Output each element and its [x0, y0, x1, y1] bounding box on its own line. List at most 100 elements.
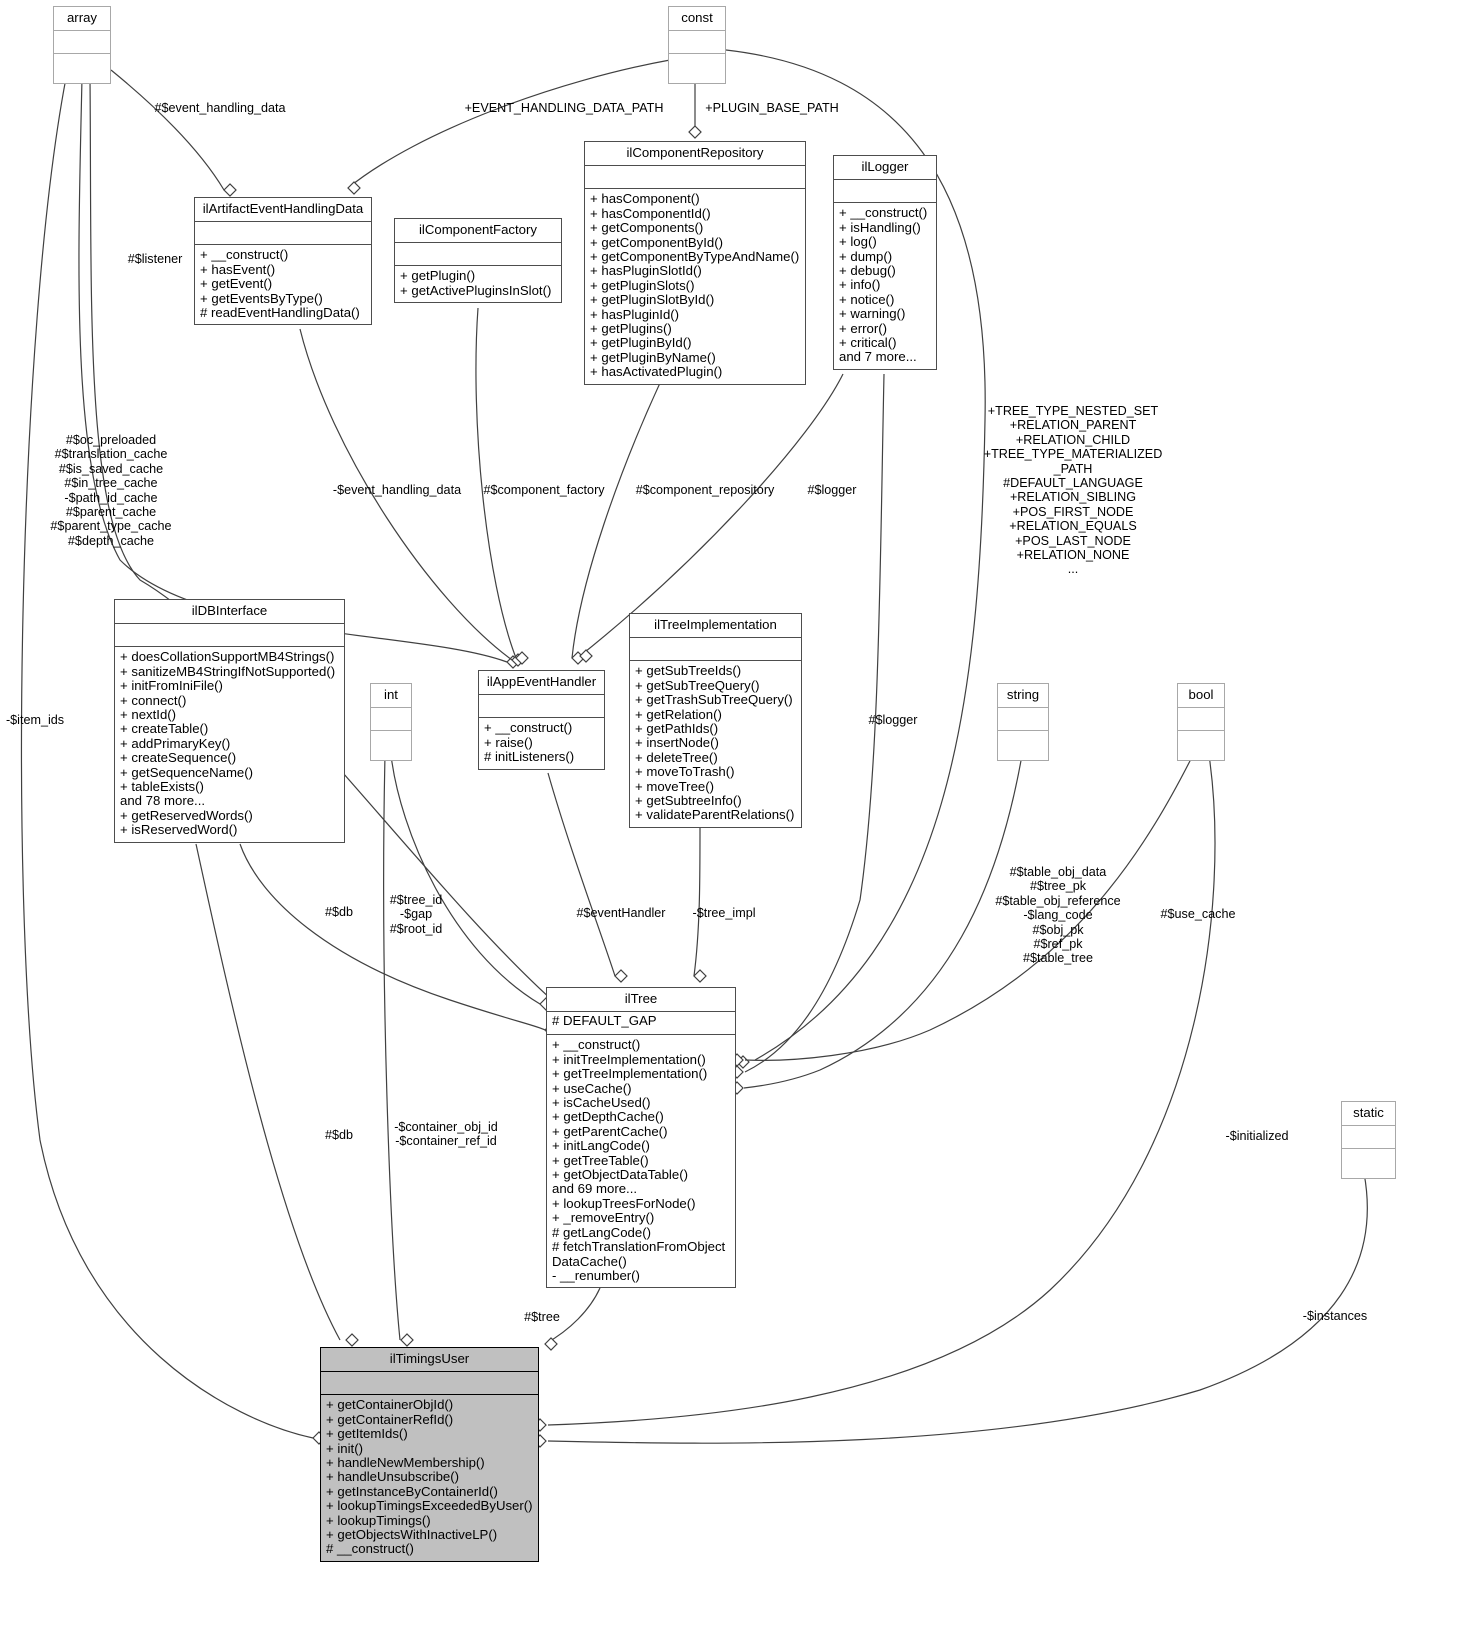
class-attributes [195, 222, 371, 246]
operation-row: + getTrashSubTreeQuery() [635, 692, 793, 708]
operation-row: + getObjectsWithInactiveLP() [326, 1527, 498, 1543]
class-box-string[interactable]: string [997, 683, 1049, 762]
operation-row: + getItemIds() [326, 1426, 408, 1442]
aggregation-diamond [544, 1337, 558, 1351]
class-box-iltimingsuser[interactable]: ilTimingsUser + getContainerObjId() + ge… [320, 1347, 539, 1562]
class-attributes: # DEFAULT_GAP [547, 1012, 735, 1036]
class-name: const [669, 7, 725, 32]
operation-row: + hasPluginId() [590, 306, 680, 322]
operation-row: + getSequenceName() [120, 764, 254, 780]
edge-treeimpl-tree [693, 826, 701, 977]
operation-row: + nextId() [120, 707, 177, 723]
class-name: ilArtifactEventHandlingData [195, 198, 371, 223]
operation-row: + getPathIds() [635, 721, 719, 737]
operation-row: + getSubtreeInfo() [635, 793, 742, 809]
class-attributes [371, 708, 411, 732]
edge-label-db-1: #$db [324, 905, 354, 919]
operation-row: + getParentCache() [552, 1123, 668, 1139]
operation-row: + isHandling() [839, 219, 921, 235]
class-attributes [585, 166, 805, 190]
edge-label-tree-id-gap-root: #$tree_id -$gap #$root_id [389, 893, 443, 936]
edge-label-event-handler: #$eventHandler [576, 906, 666, 920]
edge-label-logger-1: #$logger [807, 483, 857, 497]
operation-row: + getActivePluginsInSlot() [400, 282, 552, 298]
class-box-iltree[interactable]: ilTree # DEFAULT_GAP + __construct() + i… [546, 987, 736, 1289]
class-box-const[interactable]: const [668, 6, 726, 85]
edge-label-item-ids: -$item_ids [5, 713, 65, 727]
class-operations: + doesCollationSupportMB4Strings() + san… [115, 647, 344, 841]
edge-label-logger-2: #$logger [868, 713, 918, 727]
operation-row: + getDepthCache() [552, 1109, 664, 1125]
aggregation-diamond [736, 1055, 750, 1069]
edge-db-tree [239, 843, 546, 1031]
operation-row: + doesCollationSupportMB4Strings() [120, 649, 335, 665]
edge-bool-tree [744, 754, 1194, 1061]
edge-label-db-2: #$db [324, 1128, 354, 1142]
operation-row: + getSubTreeIds() [635, 663, 742, 679]
class-box-ildbinterface[interactable]: ilDBInterface + doesCollationSupportMB4S… [114, 599, 345, 843]
operation-row: # __construct() [326, 1541, 414, 1557]
operation-row: + getEventsByType() [200, 290, 323, 306]
operation-row: + createSequence() [120, 750, 237, 766]
class-name: static [1342, 1102, 1395, 1127]
operation-row: + hasComponentId() [590, 205, 711, 221]
class-attributes [630, 638, 801, 662]
operation-row: + handleUnsubscribe() [326, 1469, 460, 1485]
operation-row: + sanitizeMB4StringIfNotSupported() [120, 663, 336, 679]
operation-row: + getPluginSlots() [590, 277, 695, 293]
operation-row: # readEventHandlingData() [200, 305, 360, 321]
operation-row: + raise() [484, 734, 533, 750]
class-box-ilartifacteventhandlingdata[interactable]: ilArtifactEventHandlingData + __construc… [194, 197, 372, 326]
class-name: ilTimingsUser [321, 1348, 538, 1373]
class-box-static[interactable]: static [1341, 1101, 1396, 1180]
class-operations: + getPlugin() + getActivePluginsInSlot() [395, 266, 561, 302]
operation-row: + getPlugin() [400, 268, 476, 284]
operation-row: + __construct() [552, 1037, 641, 1053]
class-box-iltreeimplementation[interactable]: ilTreeImplementation + getSubTreeIds() +… [629, 613, 802, 828]
operation-row: + debug() [839, 263, 896, 279]
operation-row: + getComponentById() [590, 234, 724, 250]
class-box-int[interactable]: int [370, 683, 412, 762]
class-name: string [998, 684, 1048, 709]
class-box-ilcomponentfactory[interactable]: ilComponentFactory + getPlugin() + getAc… [394, 218, 562, 304]
operation-row: + initTreeImplementation() [552, 1051, 706, 1067]
edge-label-tree-constants: +TREE_TYPE_NESTED_SET +RELATION_PARENT +… [983, 404, 1163, 577]
operation-row: + getEvent() [200, 276, 273, 292]
attribute-row: # DEFAULT_GAP [552, 1013, 657, 1029]
class-attributes [395, 243, 561, 267]
aggregation-diamond [511, 653, 525, 667]
class-box-bool[interactable]: bool [1177, 683, 1225, 762]
class-box-ilappeventhandler[interactable]: ilAppEventHandler + __construct() + rais… [478, 670, 605, 770]
operation-row: + getPluginSlotById() [590, 292, 715, 308]
operation-row: + error() [839, 320, 887, 336]
class-attributes [1178, 708, 1224, 732]
aggregation-diamond [400, 1333, 414, 1347]
operation-row: + isReservedWord() [120, 822, 238, 838]
operation-row: + moveToTrash() [635, 764, 735, 780]
operation-row: + getPlugins() [590, 321, 672, 337]
class-box-illogger[interactable]: ilLogger + __construct() + isHandling() … [833, 155, 937, 370]
class-name: ilComponentRepository [585, 142, 805, 167]
operation-row: + getInstanceByContainerId() [326, 1483, 498, 1499]
class-attributes [834, 180, 936, 204]
class-operations: + __construct() + hasEvent() + getEvent(… [195, 245, 371, 324]
edge-label-event-handling-data: #$event_handling_data [154, 101, 286, 115]
class-box-ilcomponentrepository[interactable]: ilComponentRepository + hasComponent() +… [584, 141, 806, 385]
operation-row: # initListeners() [484, 749, 575, 765]
operation-row: + tableExists() [120, 779, 204, 795]
operation-row: + addPrimaryKey() [120, 735, 231, 751]
operation-row: + _removeEntry() [552, 1210, 655, 1226]
aggregation-diamond [614, 969, 628, 983]
operation-row: and 69 more... [552, 1181, 638, 1197]
edge-label-tree-caches: #$oc_preloaded #$translation_cache #$is_… [50, 433, 172, 548]
operation-row: + info() [839, 277, 881, 293]
class-name: ilDBInterface [115, 600, 344, 625]
class-attributes [1342, 1126, 1395, 1150]
operation-row: + __construct() [839, 205, 928, 221]
operation-row: + moveTree() [635, 778, 715, 794]
operation-row: and 78 more... [120, 793, 206, 809]
operation-row: + getSubTreeQuery() [635, 677, 760, 693]
operation-row: - __renumber() [552, 1267, 640, 1283]
class-box-array[interactable]: array [53, 6, 111, 85]
edge-label-listener: #$listener [127, 252, 183, 266]
